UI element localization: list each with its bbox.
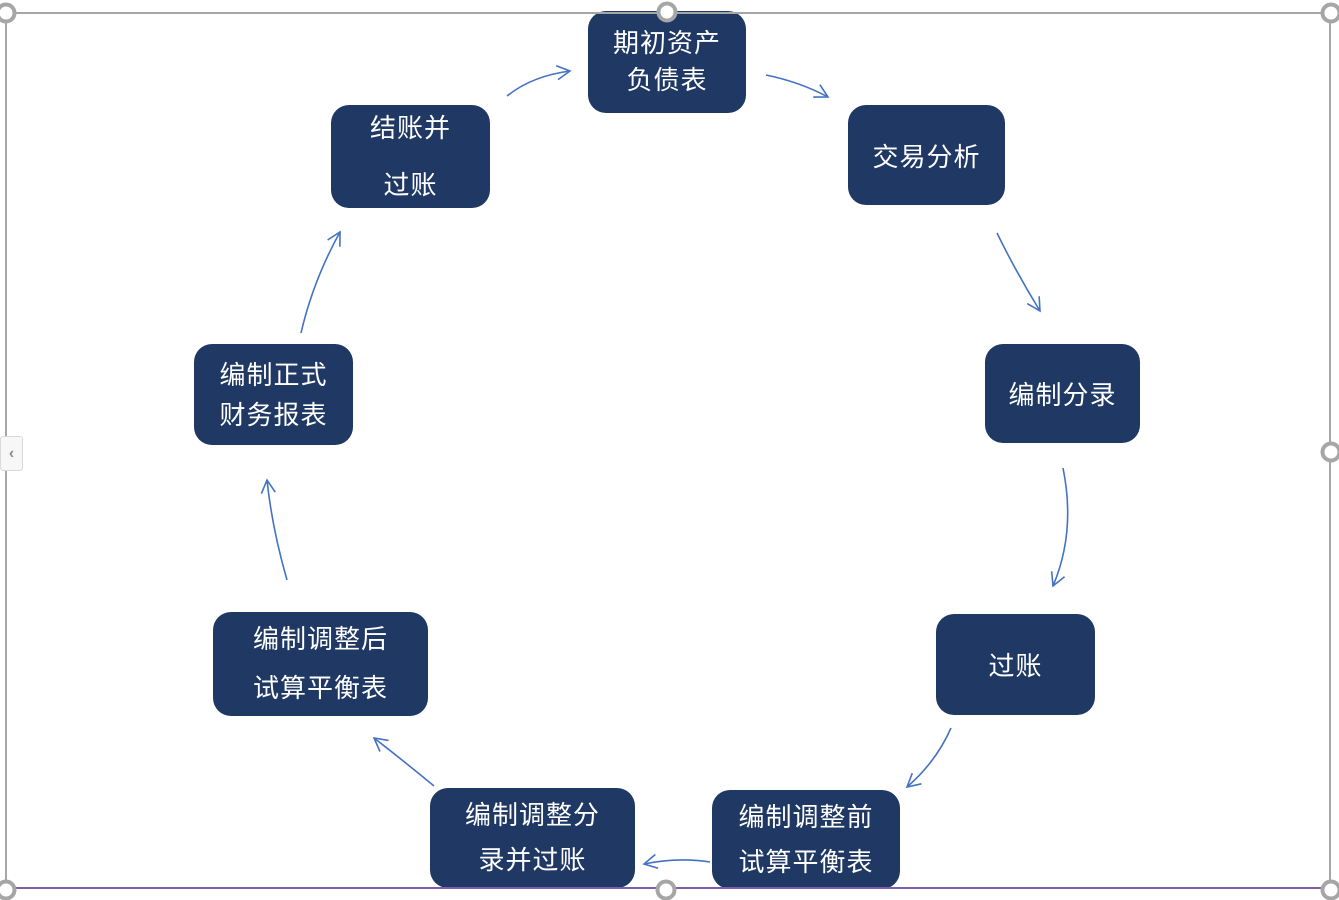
arrow-opening-to-transaction[interactable]: [765, 74, 830, 98]
arrow-posttrial-to-statements[interactable]: [260, 478, 288, 581]
node-label-line: 试算平衡表: [252, 673, 388, 703]
node-pre-adjustment-trial-balance[interactable]: 编制调整前 试算平衡表: [712, 790, 900, 889]
chevron-left-icon: ‹: [8, 444, 15, 462]
node-label-line: 编制调整前: [738, 801, 874, 832]
node-adjusting-entries-and-posting[interactable]: 编制调整分 录并过账: [430, 788, 635, 888]
node-label-line: 期初资产: [612, 28, 721, 58]
node-label-line: 财务报表: [219, 399, 328, 430]
arrow-adjusting-to-posttrial[interactable]: [372, 736, 435, 787]
node-label-line: 编制分录: [1008, 380, 1117, 410]
node-label-line: 过账: [988, 651, 1043, 681]
node-post-adjustment-trial-balance[interactable]: 编制调整后 试算平衡表: [213, 612, 428, 716]
node-label-line: 负债表: [626, 65, 708, 95]
arrow-posting-to-pretrial[interactable]: [905, 727, 952, 789]
selection-handle-bottom-center[interactable]: [655, 879, 677, 900]
selection-handle-top-center[interactable]: [656, 1, 678, 23]
arrow-statements-to-closing[interactable]: [300, 230, 341, 334]
node-label-line: 编制调整后: [252, 624, 388, 654]
selection-handle-middle-right[interactable]: [1320, 441, 1339, 463]
selection-handle-top-right[interactable]: [1320, 2, 1339, 24]
node-label-line: 编制调整分: [464, 800, 600, 830]
arrow-transaction-to-entries[interactable]: [996, 232, 1041, 313]
selection-handle-top-left[interactable]: [0, 2, 17, 24]
node-closing-and-posting[interactable]: 结账并 过账: [331, 105, 490, 208]
node-label-line: 录并过账: [478, 845, 587, 875]
arrow-entries-to-posting[interactable]: [1050, 467, 1069, 588]
node-prepare-journal-entries[interactable]: 编制分录: [985, 344, 1140, 443]
node-formal-financial-statements[interactable]: 编制正式 财务报表: [194, 344, 353, 445]
node-label-line: 过账: [383, 169, 438, 200]
node-label-line: 结账并: [369, 112, 451, 143]
collapse-panel-button[interactable]: ‹: [0, 436, 23, 471]
node-label-line: 编制正式: [219, 359, 328, 390]
node-label-line: 交易分析: [872, 141, 981, 172]
selection-handle-bottom-left[interactable]: [0, 879, 17, 900]
node-posting[interactable]: 过账: [936, 614, 1095, 715]
arrow-pretrial-to-adjusting[interactable]: [642, 853, 711, 870]
node-opening-balance-sheet[interactable]: 期初资产 负债表: [588, 11, 746, 113]
arrow-closing-to-opening[interactable]: [506, 65, 572, 97]
selection-handle-bottom-right[interactable]: [1320, 879, 1339, 900]
node-label-line: 试算平衡表: [738, 846, 874, 877]
node-transaction-analysis[interactable]: 交易分析: [848, 105, 1005, 205]
